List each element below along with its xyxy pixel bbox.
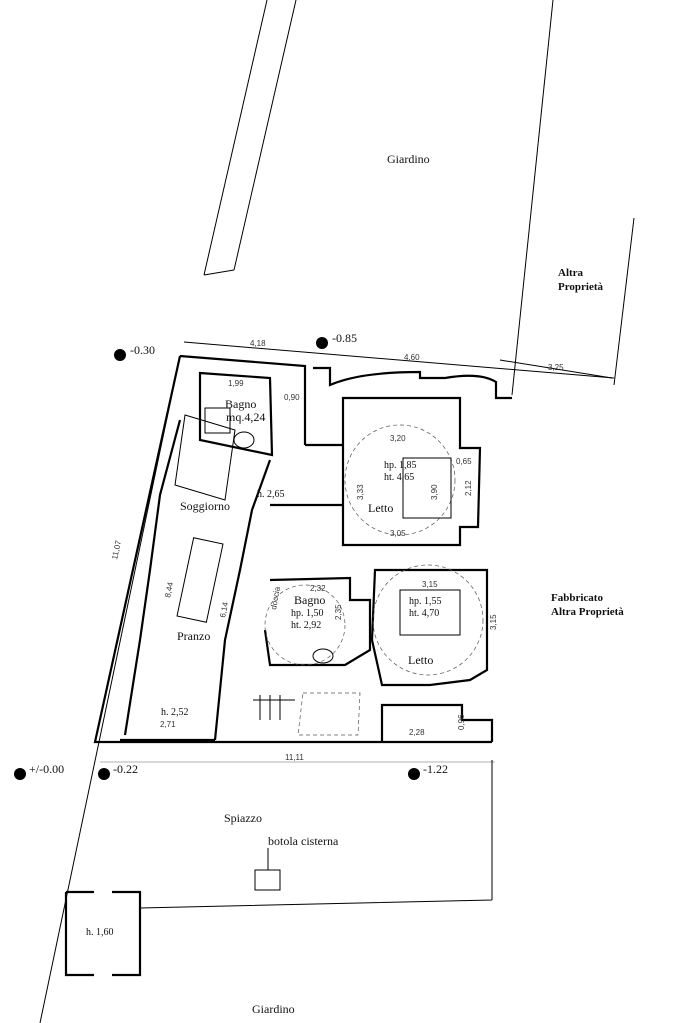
bagno2-width: 2,32	[310, 584, 326, 593]
letto2-depth: 3,15	[489, 614, 498, 630]
room-letto-2: hp. 1,55 ht. 4,70 Letto 3,15 3,15 2,28 0…	[370, 564, 498, 737]
altra-label-1: Altra	[558, 267, 584, 279]
exterior-labels: Giardino Altra Proprietà Fabbricato Altr…	[64, 152, 624, 1016]
fabbricato-label-2: Altra Proprietà	[551, 606, 624, 618]
fabbricato-label-1: Fabbricato	[551, 592, 603, 604]
bagno2-hp: hp. 1,50	[291, 608, 324, 619]
level-marker-030: -0.30	[114, 343, 155, 361]
altra-label-2: Proprietà	[558, 281, 604, 293]
level-markers: -0.30 -0.85 +/-0.00 -0.22 -1.22	[14, 331, 448, 780]
botola-label: botola cisterna	[268, 834, 339, 848]
svg-text:-1.22: -1.22	[423, 762, 448, 776]
room-letto-1: hp. 1,85 ht. 4,65 Letto 3,20 3,05 3,33 3…	[270, 396, 482, 547]
dim-bottom: 11,11	[285, 753, 304, 762]
pranzo-length: 8,44	[163, 581, 175, 599]
bagno1-dim: 1,99	[228, 379, 244, 388]
letto1-depth: 3,33	[356, 484, 365, 500]
bagno1-name: Bagno	[225, 397, 256, 411]
letto1-wardrobe-len: 2,12	[464, 480, 473, 496]
dim-top-3: 3,25	[548, 363, 564, 372]
letto2-ht: ht. 4,70	[409, 608, 439, 619]
letto1-hp: hp. 1,85	[384, 460, 417, 471]
level-marker-000: +/-0.00	[14, 762, 64, 780]
cistern-hatch	[254, 869, 281, 891]
entrance-width: 2,28	[409, 728, 425, 737]
dimensions: 4,18 4,60 3,25 11,07 11,11	[110, 339, 564, 762]
doccia-label: doccia	[269, 585, 282, 610]
letto1-ht: ht. 4,65	[384, 472, 414, 483]
letto1-wardrobe: 0,65	[456, 457, 472, 466]
boundary-lines	[39, 0, 635, 1023]
garden-top-label: Giardino	[387, 152, 430, 166]
level-marker-022: -0.22	[98, 762, 138, 780]
garden-bottom-label: Giardino	[252, 1002, 295, 1016]
shed	[64, 890, 142, 977]
pranzo-width: 2,71	[160, 720, 176, 729]
svg-text:+/-0.00: +/-0.00	[29, 762, 64, 776]
shed-height: h. 1,60	[86, 927, 114, 938]
level-marker-085: -0.85	[316, 331, 357, 349]
room-bagno-1: Bagno mq.4,24 1,99 0,90	[198, 371, 300, 457]
letto2-width: 3,15	[422, 580, 438, 589]
bagno1-area: mq.4,24	[226, 410, 265, 424]
dim-top-1: 4,18	[250, 339, 266, 348]
entrance-depth: 0,96	[457, 714, 466, 730]
bagno2-ht: ht. 2,92	[291, 620, 321, 631]
room-bagno-2: Bagno hp. 1,50 ht. 2,92 2,32 2,35 doccia	[263, 576, 372, 667]
svg-text:-0.85: -0.85	[332, 331, 357, 345]
spiazzo-label: Spiazzo	[224, 811, 262, 825]
pranzo-name: Pranzo	[177, 629, 210, 643]
stairs	[253, 692, 361, 736]
pranzo-height: h. 2,52	[161, 707, 189, 718]
svg-text:-0.30: -0.30	[130, 343, 155, 357]
svg-text:-0.22: -0.22	[113, 762, 138, 776]
soggiorno-height: h. 2,65	[257, 489, 285, 500]
bagno2-name: Bagno	[294, 593, 325, 607]
letto1-name: Letto	[368, 501, 393, 515]
letto2-hp: hp. 1,55	[409, 596, 442, 607]
letto1-width-bottom: 3,05	[390, 529, 406, 538]
corridor-dim: 0,90	[284, 393, 300, 402]
bagno2-depth: 2,35	[334, 604, 343, 620]
room-soggiorno: Soggiorno h. 2,65 Pranzo h. 2,52 2,71 8,…	[123, 414, 285, 741]
letto2-name: Letto	[408, 653, 433, 667]
dim-top-2: 4,60	[404, 353, 420, 362]
dim-left: 11,07	[110, 539, 123, 560]
soggiorno-name: Soggiorno	[180, 499, 230, 513]
pranzo-inner: 6,14	[218, 601, 230, 619]
level-marker-122: -1.22	[408, 762, 448, 780]
letto1-bed: 3,90	[430, 484, 439, 500]
outer-walls	[93, 354, 512, 744]
letto1-width: 3,20	[390, 434, 406, 443]
